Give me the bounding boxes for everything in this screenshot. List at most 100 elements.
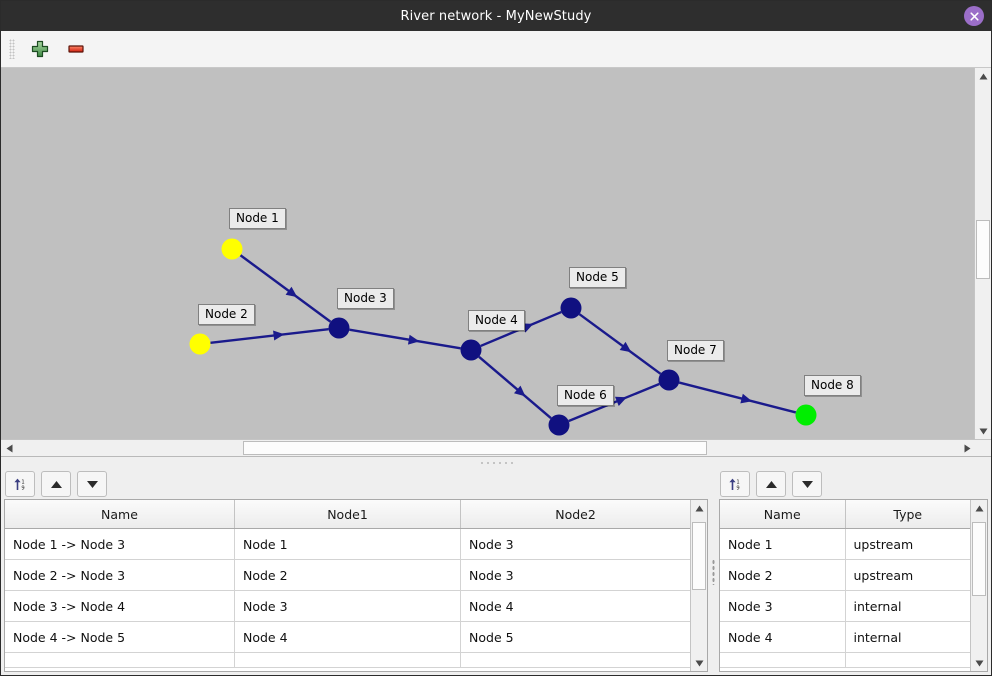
table-cell[interactable] [5,652,235,668]
column-header[interactable]: Type [845,500,970,529]
node-label[interactable]: Node 3 [337,288,394,309]
caret-down-icon [975,660,983,666]
reaches-vertical-track[interactable] [691,516,707,655]
edge-line[interactable] [210,328,329,344]
reaches-move-down-button[interactable] [77,471,107,497]
add-node-button[interactable] [27,36,53,62]
nodes-scroll-down-button[interactable] [971,655,987,671]
graph-node[interactable] [658,369,680,391]
table-cell[interactable]: upstream [845,528,970,560]
edge-line[interactable] [349,328,461,350]
delete-node-button[interactable] [63,36,89,62]
table-cell[interactable]: upstream [845,559,970,591]
table-cell[interactable]: Node 1 -> Node 3 [5,528,235,560]
column-header[interactable]: Node2 [460,500,690,529]
network-diagram-canvas[interactable]: Node 1 Node 2 Node 3 Node 4 Node 5 Node 6 Node… [1,68,974,439]
nodes-move-up-button[interactable] [756,471,786,497]
table-cell[interactable]: Node 4 -> Node 5 [5,621,235,653]
canvas-scroll-right-button[interactable] [959,440,975,456]
nodes-scroll-up-button[interactable] [971,500,987,516]
table-cell[interactable] [460,652,690,668]
table-cell[interactable]: Node 2 [720,559,846,591]
table-cell[interactable]: Node 4 [234,621,462,653]
canvas-horizontal-track[interactable] [17,440,959,456]
nodes-move-down-button[interactable] [792,471,822,497]
node-label[interactable]: Node 5 [569,267,626,288]
table-cell[interactable]: Node 2 -> Node 3 [5,559,235,591]
table-cell[interactable] [234,652,462,668]
node-label[interactable]: Node 7 [667,340,724,361]
column-header[interactable]: Name [5,500,235,529]
graph-node[interactable] [560,297,582,319]
toolbar-grip[interactable] [9,39,15,59]
reaches-vertical-scrollbar[interactable] [690,500,707,671]
graph-node[interactable] [460,339,482,361]
canvas-scroll-left-button[interactable] [1,440,17,456]
canvas-horizontal-scrollbar[interactable] [1,439,991,456]
reaches-move-up-button[interactable] [41,471,71,497]
nodes-vertical-thumb[interactable] [972,521,986,596]
node-label[interactable]: Node 2 [198,304,255,325]
column-header[interactable]: Name [720,500,846,529]
edge-line[interactable] [478,355,552,420]
vertical-splitter[interactable] [711,469,716,675]
graph-node[interactable] [328,317,350,339]
splitter-grip-icon [479,461,513,465]
node-label[interactable]: Node 1 [229,208,286,229]
edge-line[interactable] [239,254,332,323]
close-button[interactable] [964,6,984,26]
reach-table-row[interactable] [5,652,690,668]
table-cell[interactable]: internal [845,590,970,622]
canvas-vertical-scrollbar[interactable] [974,68,991,439]
canvas-scroll-up-button[interactable] [975,68,991,84]
reaches-scroll-down-button[interactable] [691,655,707,671]
table-cell[interactable]: Node 3 [234,590,462,622]
nodes-vertical-scrollbar[interactable] [970,500,987,671]
graph-node[interactable] [221,238,243,260]
edge-line[interactable] [568,382,660,423]
canvas-scroll-down-button[interactable] [975,423,991,439]
node-label[interactable]: Node 8 [804,375,861,396]
node-label[interactable]: Node 4 [468,310,525,331]
nodes-vertical-track[interactable] [971,516,987,655]
reaches-sort-button[interactable]: 1 9 [5,471,35,497]
graph-node[interactable] [548,414,570,436]
nodes-sort-button[interactable]: 1 9 [720,471,750,497]
canvas-horizontal-thumb[interactable] [243,441,707,455]
table-cell[interactable] [720,652,846,668]
table-cell[interactable]: Node 1 [720,528,846,560]
graph-node[interactable] [189,333,211,355]
table-cell[interactable]: Node 3 [460,528,690,560]
node-table-row[interactable] [720,652,970,668]
table-cell[interactable]: Node 5 [460,621,690,653]
node-label[interactable]: Node 6 [557,385,614,406]
table-cell[interactable]: Node 4 [460,590,690,622]
reaches-vertical-thumb[interactable] [692,521,706,591]
table-cell[interactable]: Node 4 [720,621,846,653]
table-cell[interactable]: Node 3 [460,559,690,591]
table-cell[interactable]: Node 1 [234,528,462,560]
edge-line[interactable] [578,313,662,375]
reaches-scroll-up-button[interactable] [691,500,707,516]
canvas-vertical-thumb[interactable] [976,219,990,280]
table-cell[interactable]: Node 2 [234,559,462,591]
edge-line[interactable] [678,381,797,414]
column-header[interactable]: Node1 [234,500,462,529]
horizontal-splitter[interactable] [1,456,991,469]
table-cell[interactable]: Node 3 [720,590,846,622]
graph-node[interactable] [795,404,817,426]
table-cell[interactable] [845,652,970,668]
table-cell[interactable]: internal [845,621,970,653]
table-cell[interactable]: Node 3 -> Node 4 [5,590,235,622]
canvas-vertical-track[interactable] [975,84,991,423]
